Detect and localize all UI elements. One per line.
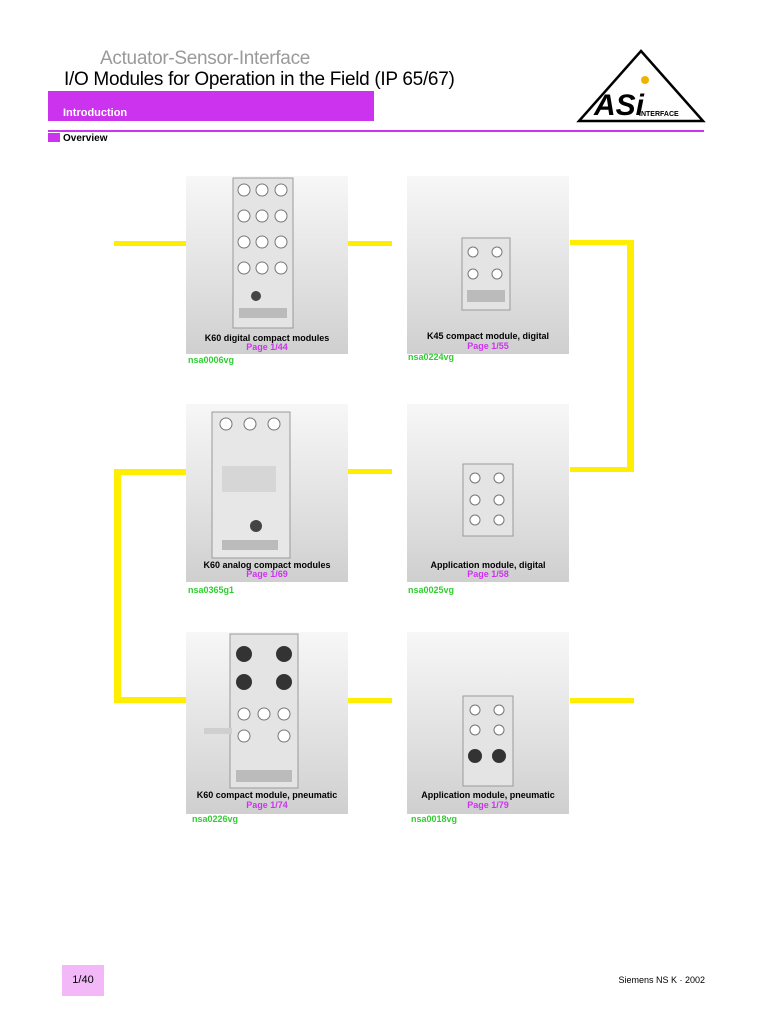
subsection-label: Overview bbox=[63, 133, 108, 144]
module-title: K45 compact module, digital bbox=[426, 331, 550, 341]
image-code: nsa0224vg bbox=[408, 352, 455, 362]
subsection-marker bbox=[48, 133, 60, 142]
logo-main-text: ASi bbox=[593, 89, 645, 122]
module-page-link[interactable]: Page 1/69 bbox=[246, 569, 288, 579]
connector-line bbox=[114, 469, 121, 703]
image-code: nsa0006vg bbox=[188, 355, 235, 365]
module-card-k45-digital: K45 compact module, digital Page 1/55 bbox=[407, 176, 569, 354]
publisher-footer: Siemens NS K · 2002 bbox=[618, 975, 705, 985]
section-label: Introduction bbox=[63, 107, 128, 119]
module-card-k60-digital: K60 digital compact modules Page 1/44 bbox=[186, 176, 348, 354]
module-page-link[interactable]: Page 1/79 bbox=[467, 800, 509, 810]
module-image bbox=[232, 177, 294, 329]
module-page-link[interactable]: Page 1/58 bbox=[467, 569, 509, 579]
module-page-link[interactable]: Page 1/74 bbox=[246, 800, 288, 810]
section-rule bbox=[48, 130, 704, 132]
module-card-k60-pneumatic: K60 compact module, pneumatic Page 1/74 bbox=[186, 632, 348, 814]
connector-line bbox=[348, 241, 392, 246]
connector-line bbox=[570, 240, 634, 245]
logo-dot-icon bbox=[641, 76, 649, 84]
connector-line bbox=[627, 240, 634, 472]
connector-line bbox=[570, 467, 634, 472]
image-code: nsa0226vg bbox=[192, 814, 239, 824]
module-image bbox=[462, 463, 514, 537]
image-code: nsa0365g1 bbox=[188, 585, 235, 595]
module-page-link[interactable]: Page 1/55 bbox=[467, 341, 509, 351]
image-code: nsa0018vg bbox=[411, 814, 458, 824]
page-number-box bbox=[62, 965, 104, 996]
module-card-application-pneumatic: Application module, pneumatic Page 1/79 bbox=[407, 632, 569, 814]
module-title: K60 compact module, pneumatic bbox=[196, 790, 338, 800]
module-title: Application module, pneumatic bbox=[421, 790, 555, 800]
module-image bbox=[211, 411, 291, 559]
module-image bbox=[462, 695, 514, 787]
module-card-application-digital: Application module, digital Page 1/58 bbox=[407, 404, 569, 582]
image-code: nsa0025vg bbox=[408, 585, 455, 595]
module-image bbox=[204, 633, 299, 789]
section-bar bbox=[48, 91, 374, 121]
page-number: 1/40 bbox=[72, 974, 94, 986]
module-page-link[interactable]: Page 1/44 bbox=[246, 342, 288, 352]
document-title: Actuator-Sensor-Interface bbox=[100, 48, 311, 69]
connector-line bbox=[348, 698, 392, 703]
module-title: K60 digital compact modules bbox=[204, 333, 330, 343]
connector-line bbox=[114, 697, 186, 703]
module-card-k60-analog: K60 analog compact modules Page 1/69 bbox=[186, 404, 348, 582]
connector-line bbox=[570, 698, 634, 703]
asi-logo: ASi INTERFACE bbox=[576, 47, 706, 123]
module-image bbox=[461, 237, 511, 311]
connector-line bbox=[114, 241, 186, 246]
document-subtitle: I/O Modules for Operation in the Field (… bbox=[64, 69, 455, 90]
connector-line bbox=[348, 469, 392, 474]
connector-line bbox=[114, 469, 186, 475]
module-title: K60 analog compact modules bbox=[203, 560, 331, 570]
module-title: Application module, digital bbox=[430, 560, 546, 570]
logo-sub-text: INTERFACE bbox=[639, 111, 679, 118]
